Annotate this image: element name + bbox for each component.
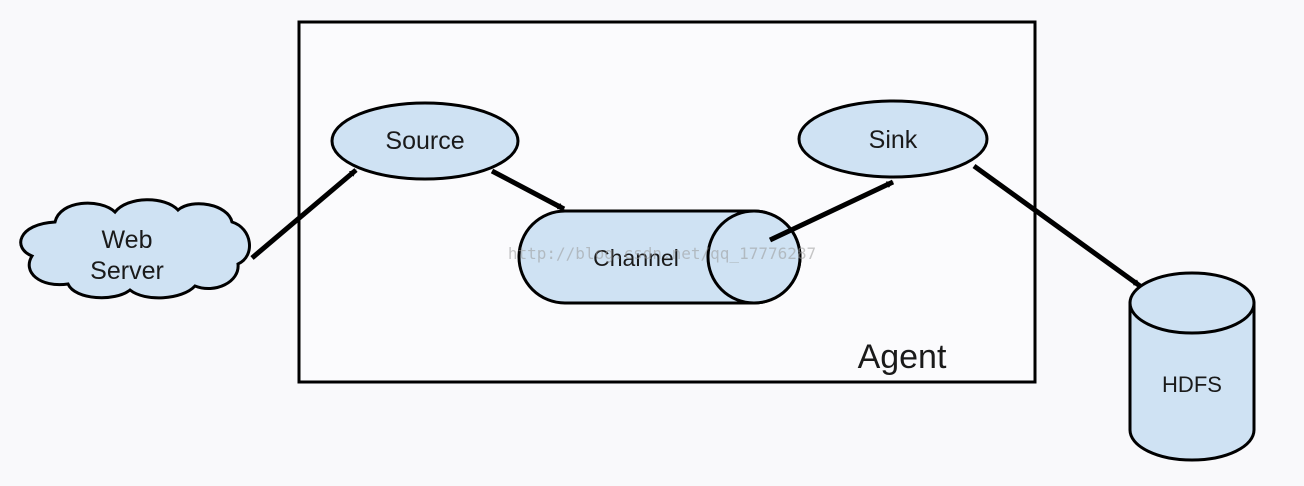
arrow-sink-to-hdfs: [972, 163, 1142, 289]
source-node: [330, 101, 520, 181]
watermark-text: http://blog.csdn.net/qq_17776287: [508, 244, 816, 263]
hdfs-label: HDFS: [1162, 372, 1222, 397]
agent-label: Agent: [858, 338, 947, 376]
arrow-webserver-to-source: [250, 168, 358, 260]
sink-node: [797, 99, 989, 179]
web-server-label-line1: Web: [102, 226, 153, 254]
arrow-channel-to-sink: [768, 179, 895, 243]
hdfs-database-icon: [1128, 271, 1256, 462]
agent-box: [297, 20, 1037, 384]
channel-label: Channel: [593, 245, 679, 271]
web-server-label-line2: Server: [90, 257, 164, 285]
web-server-cloud-icon: [19, 198, 251, 300]
source-label: Source: [385, 127, 464, 155]
sink-label: Sink: [869, 126, 918, 154]
arrow-source-to-channel: [490, 168, 566, 212]
channel-node: [517, 209, 802, 305]
